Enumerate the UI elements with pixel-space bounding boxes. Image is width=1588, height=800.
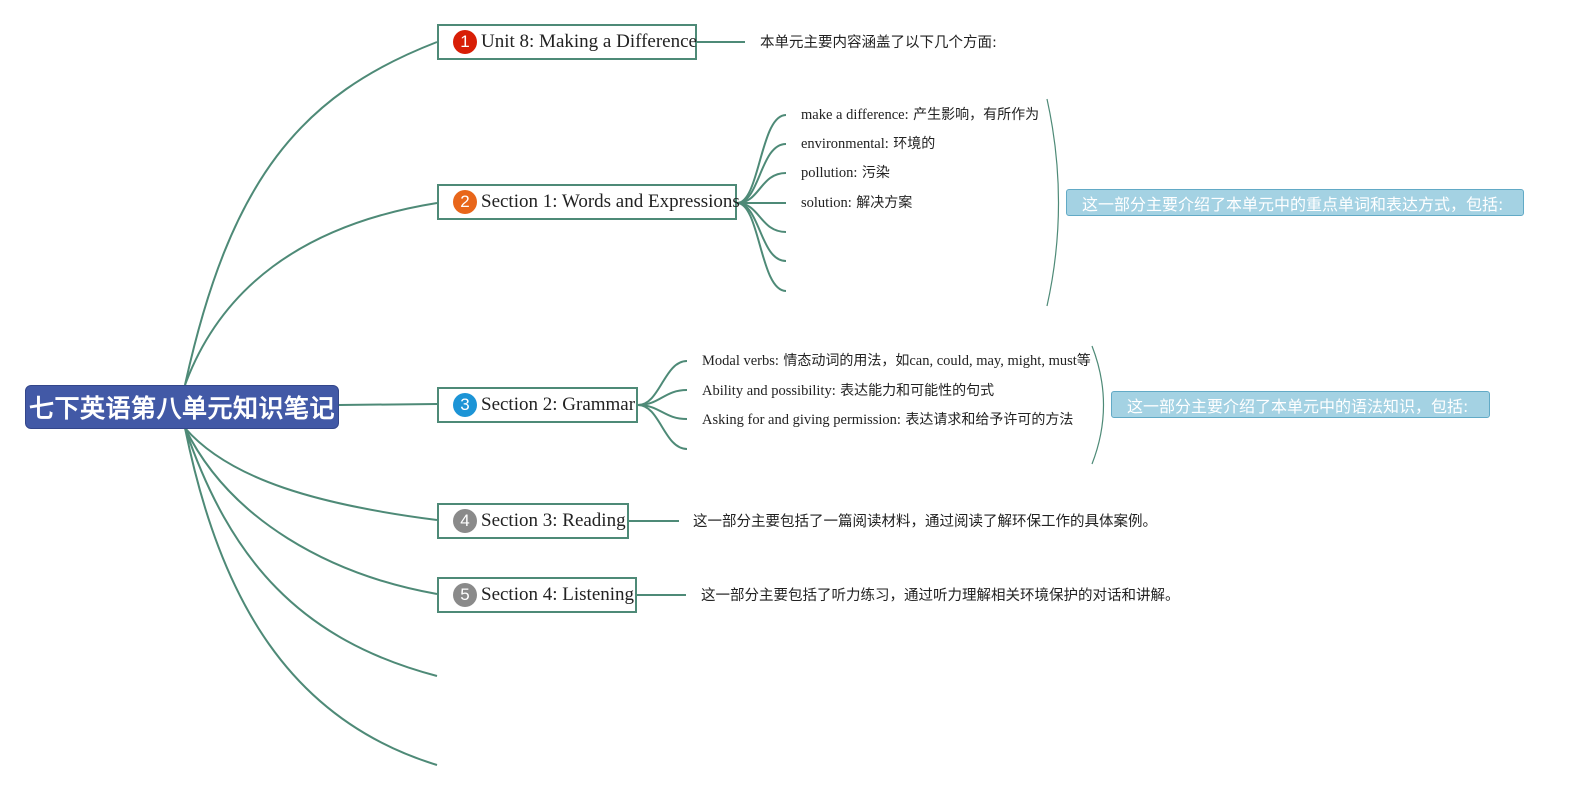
s2-item-modal-verbs[interactable]: Modal verbs: 情态动词的用法，如can, could, may, m… [702, 352, 1091, 370]
item-zh: 环境的 [888, 136, 936, 152]
priority-5-badge: 5 [453, 583, 477, 607]
connector-root-empty-2 [184, 427, 438, 766]
item-en: pollution: [801, 165, 858, 181]
s1-item-solution[interactable]: solution: 解决方案 [801, 194, 912, 212]
s1-item-pollution[interactable]: pollution: 污染 [801, 164, 890, 182]
item-en: Modal verbs: [702, 353, 779, 369]
connector-root-section2 [338, 403, 438, 406]
root-title: 七下英语第八单元知识笔记 [28, 394, 335, 423]
root-topic[interactable]: 七下英语第八单元知识笔记 [25, 385, 339, 429]
connector-root-empty-1 [184, 427, 438, 677]
note-text: 这一部分主要包括了一篇阅读材料，通过阅读了解环保工作的具体案例。 [693, 514, 1157, 530]
item-zh: 产生影响，有所作为 [908, 107, 1040, 123]
branch-unit8[interactable]: 1 Unit 8: Making a Difference [437, 24, 697, 60]
note-text: 这一部分主要包括了听力练习，通过听力理解相关环境保护的对话和讲解。 [701, 588, 1180, 604]
connector-s1-item1 [736, 114, 787, 204]
priority-4-badge: 4 [453, 509, 477, 533]
connector-s1-item2 [736, 143, 787, 204]
branch-section2[interactable]: 3 Section 2: Grammar [437, 387, 638, 423]
section4-note[interactable]: 这一部分主要包括了听力练习，通过听力理解相关环境保护的对话和讲解。 [701, 587, 1180, 605]
branch-section3[interactable]: 4 Section 3: Reading [437, 503, 629, 539]
note-text: 本单元主要内容涵盖了以下几个方面: [760, 35, 997, 51]
summary-section1[interactable]: 这一部分主要介绍了本单元中的重点单词和表达方式，包括: [1066, 189, 1524, 216]
connector-root-section1 [184, 202, 438, 386]
connector-s1-empty-3 [736, 202, 787, 292]
branch-label: Section 2: Grammar [481, 394, 636, 415]
summary-brace-section1 [1046, 98, 1060, 307]
summary-text: 这一部分主要介绍了本单元中的语法知识，包括: [1127, 396, 1469, 416]
branch-section4[interactable]: 5 Section 4: Listening [437, 577, 637, 613]
branch-label: Section 3: Reading [481, 510, 626, 531]
item-zh-suffix: 等 [1076, 353, 1091, 369]
priority-2-badge: 2 [453, 190, 477, 214]
s1-item-environmental[interactable]: environmental: 环境的 [801, 135, 935, 153]
branch-section1[interactable]: 2 Section 1: Words and Expressions [437, 184, 740, 220]
item-en: environmental: [801, 136, 889, 152]
item-zh: 情态动词的用法，如 [778, 353, 910, 369]
item-zh: 污染 [857, 165, 890, 181]
priority-1-badge: 1 [453, 30, 477, 54]
item-en: Ability and possibility: [702, 383, 836, 399]
connector-root-section3 [184, 427, 438, 521]
branch-label: Unit 8: Making a Difference [481, 31, 697, 52]
s2-item-ability[interactable]: Ability and possibility: 表达能力和可能性的句式 [702, 382, 994, 400]
s2-item-permission[interactable]: Asking for and giving permission: 表达请求和给… [702, 411, 1073, 429]
summary-text: 这一部分主要介绍了本单元中的重点单词和表达方式，包括: [1082, 194, 1504, 214]
summary-section2[interactable]: 这一部分主要介绍了本单元中的语法知识，包括: [1111, 391, 1490, 418]
unit8-note[interactable]: 本单元主要内容涵盖了以下几个方面: [760, 34, 997, 52]
item-en: Asking for and giving permission: [702, 412, 901, 428]
priority-3-badge: 3 [453, 393, 477, 417]
s1-item-make-a-difference[interactable]: make a difference: 产生影响，有所作为 [801, 106, 1039, 124]
item-en: make a difference: [801, 107, 909, 123]
connector-s2-empty [637, 404, 688, 450]
item-zh: 解决方案 [851, 195, 913, 211]
branch-label: Section 4: Listening [481, 584, 635, 605]
item-zh: 表达能力和可能性的句式 [835, 383, 995, 399]
summary-brace-section2 [1091, 345, 1105, 465]
connector-root-section4 [184, 427, 438, 595]
section3-note[interactable]: 这一部分主要包括了一篇阅读材料，通过阅读了解环保工作的具体案例。 [693, 513, 1157, 531]
item-en-examples: can, could, may, might, must [909, 353, 1077, 369]
branch-label: Section 1: Words and Expressions [481, 191, 740, 212]
item-en: solution: [801, 195, 852, 211]
item-zh: 表达请求和给予许可的方法 [900, 412, 1074, 428]
connector-root-unit8 [184, 41, 438, 386]
